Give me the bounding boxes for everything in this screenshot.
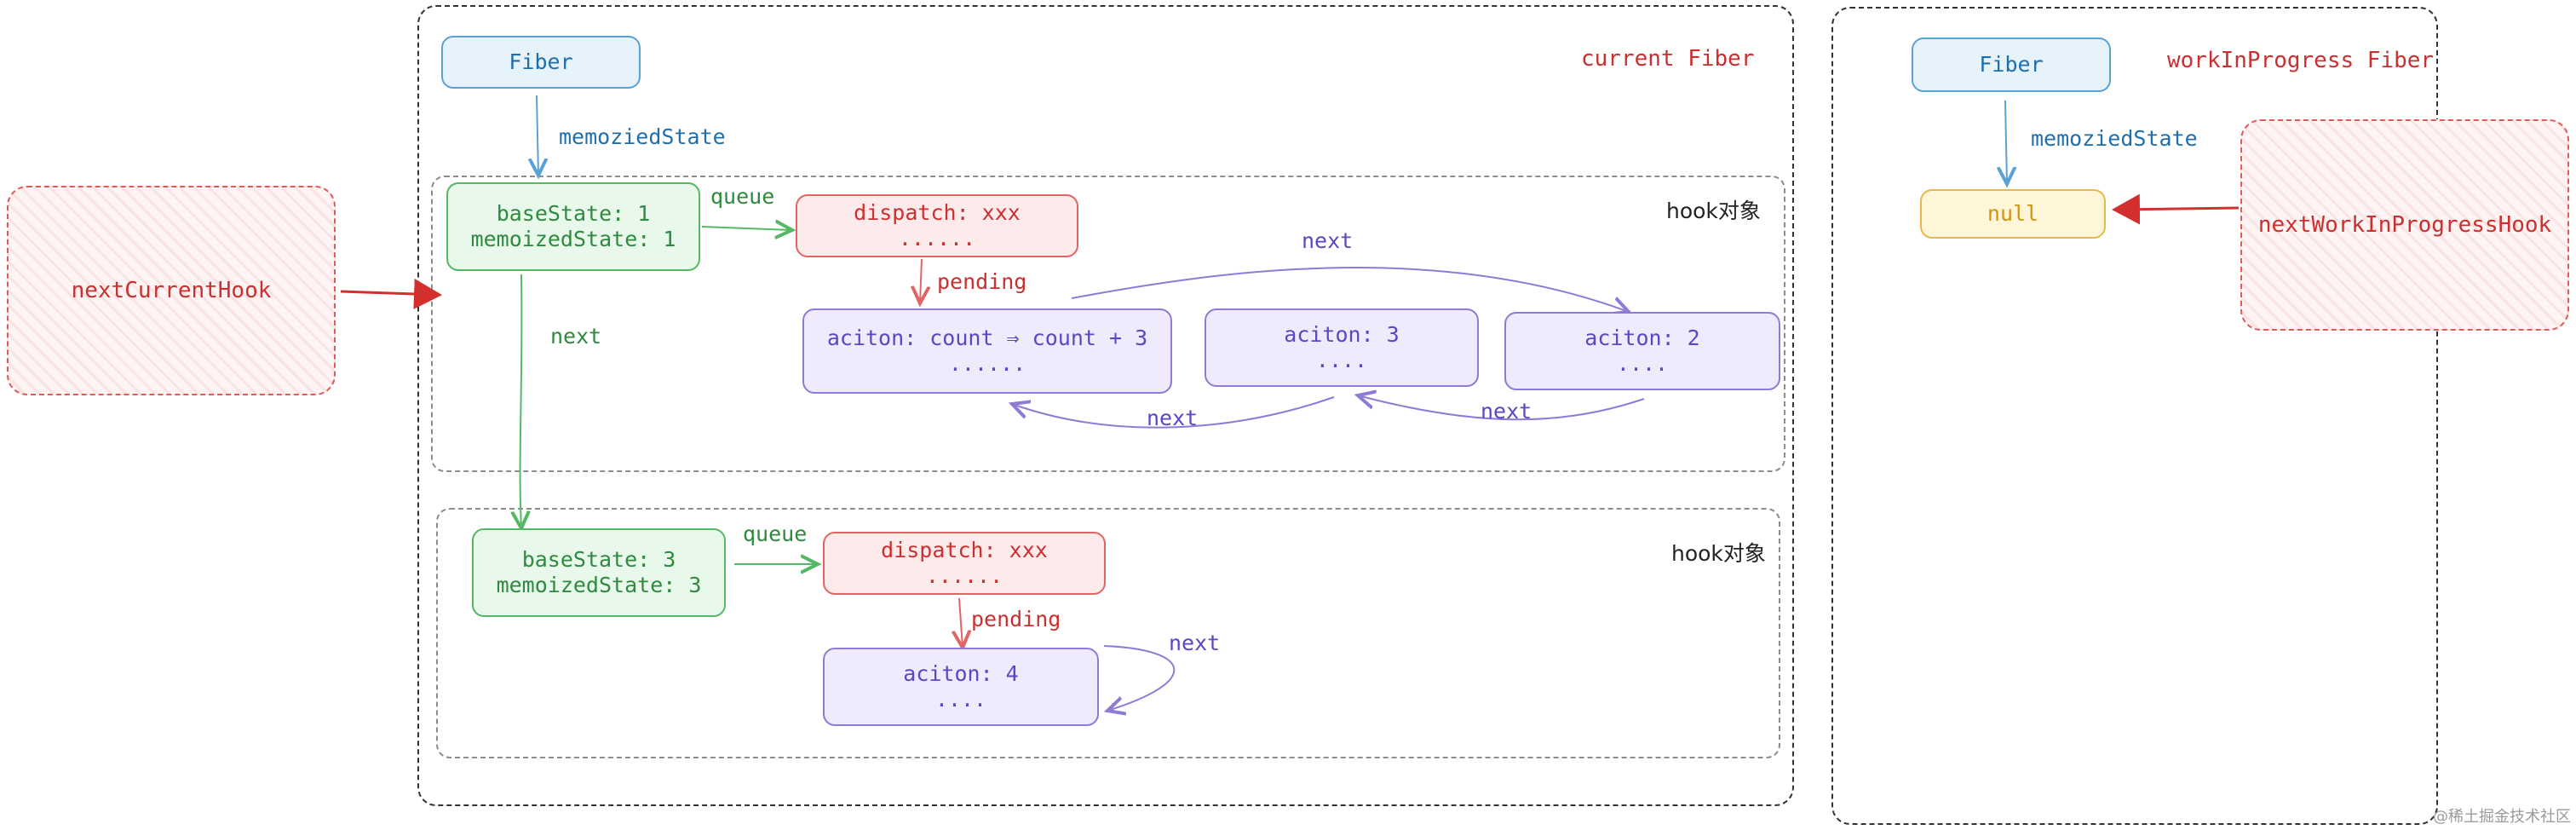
hook2-queue-label: queue [743, 522, 808, 546]
hook1-action-1-line: aciton: count ⇒ count + 3 [826, 326, 1148, 350]
action-next-top-arrow [1071, 267, 1629, 312]
next-current-hook-label: nextCurrentHook [71, 278, 272, 303]
hook1-pending-arrow [920, 258, 922, 303]
wip-memoized-state-node: null [1920, 189, 2106, 239]
hook-object-group-2 [436, 508, 1780, 758]
hook1-pending-label: pending [937, 269, 1027, 294]
hook-next-label: next [550, 324, 602, 349]
hook2-state-node: baseState: 3 memoizedState: 3 [472, 528, 726, 617]
action4-self-next-label: next [1169, 631, 1221, 655]
hook1-action-1: aciton: count ⇒ count + 3 ...... [802, 308, 1172, 394]
action-next-1-label: next [1147, 406, 1199, 430]
wip-fiber-edge-label: memoziedState [2031, 126, 2198, 151]
hook1-state-node: baseState: 1 memoizedState: 1 [446, 182, 700, 271]
hook-object-label-2: hook对象 [1671, 541, 1766, 566]
hook1-action-3-line: aciton: 2 [1584, 326, 1700, 350]
hook2-dispatch-line: dispatch: xxx [881, 538, 1048, 562]
hook1-dispatch-ellipsis: ...... [898, 226, 976, 251]
wip-fiber-node: Fiber [1912, 37, 2111, 92]
hook1-queue-arrow [701, 227, 792, 230]
hook1-dispatch-node: dispatch: xxx ...... [796, 194, 1078, 257]
hook-object-label-1: hook对象 [1666, 199, 1761, 223]
current-fiber-panel [417, 5, 1794, 806]
current-fiber-title: current Fiber [1581, 46, 1755, 72]
wip-memoized-state-value: null [1987, 201, 2039, 226]
next-wip-hook-arrow [2112, 193, 2240, 225]
hook1-action-3-ellipsis: .... [1616, 351, 1669, 376]
current-fiber-memoziedstate-arrow [537, 95, 538, 176]
work-in-progress-fiber-panel [1831, 7, 2438, 825]
hook2-pending-arrow [959, 597, 963, 648]
hook2-action-1-line: aciton: 4 [903, 661, 1019, 686]
action-next-top-label: next [1302, 228, 1354, 253]
hook2-memoized-state: memoizedState: 3 [496, 573, 702, 597]
hook1-action-3: aciton: 2 .... [1504, 312, 1780, 390]
hook1-action-2-ellipsis: .... [1315, 348, 1368, 372]
hook1-memoized-state: memoizedState: 1 [470, 227, 676, 251]
hook2-pending-label: pending [971, 607, 1061, 631]
wip-fiber-title: workInProgress Fiber [2167, 48, 2435, 73]
hook1-base-state: baseState: 1 [496, 201, 651, 226]
hook1-queue-label: queue [710, 184, 775, 209]
action-next-1-arrow [1012, 396, 1335, 429]
next-wip-hook-label: nextWorkInProgressHook [2257, 212, 2552, 238]
current-fiber-node-label: Fiber [509, 49, 573, 74]
hook1-action-2-line: aciton: 3 [1284, 322, 1400, 347]
hook1-action-1-ellipsis: ...... [948, 351, 1026, 376]
hook2-action-1-ellipsis: .... [934, 687, 987, 712]
action4-self-next-arrow [1104, 645, 1176, 711]
wip-fiber-memoziedstate-arrow [2005, 100, 2007, 184]
hook-object-group-1 [431, 176, 1785, 472]
wip-fiber-node-label: Fiber [1979, 52, 2044, 77]
hook2-dispatch-ellipsis: ...... [925, 563, 1003, 588]
action-next-2-label: next [1481, 399, 1532, 424]
hook1-dispatch-line: dispatch: xxx [854, 200, 1021, 225]
hook1-action-2: aciton: 3 .... [1205, 308, 1479, 387]
next-current-hook-arrow [340, 278, 442, 309]
current-fiber-edge-label: memoziedState [559, 124, 726, 149]
action-next-2-arrow [1358, 395, 1645, 421]
current-fiber-node: Fiber [441, 36, 641, 89]
hook2-action-1: aciton: 4 .... [823, 648, 1099, 726]
hook-next-arrow [520, 274, 522, 528]
next-wip-hook-box: nextWorkInProgressHook [2240, 119, 2569, 331]
hook2-dispatch-node: dispatch: xxx ...... [823, 532, 1106, 595]
next-current-hook-box: nextCurrentHook [7, 186, 336, 395]
watermark: @稀土掘金技术社区 [2433, 808, 2571, 826]
hook2-base-state: baseState: 3 [521, 547, 676, 572]
